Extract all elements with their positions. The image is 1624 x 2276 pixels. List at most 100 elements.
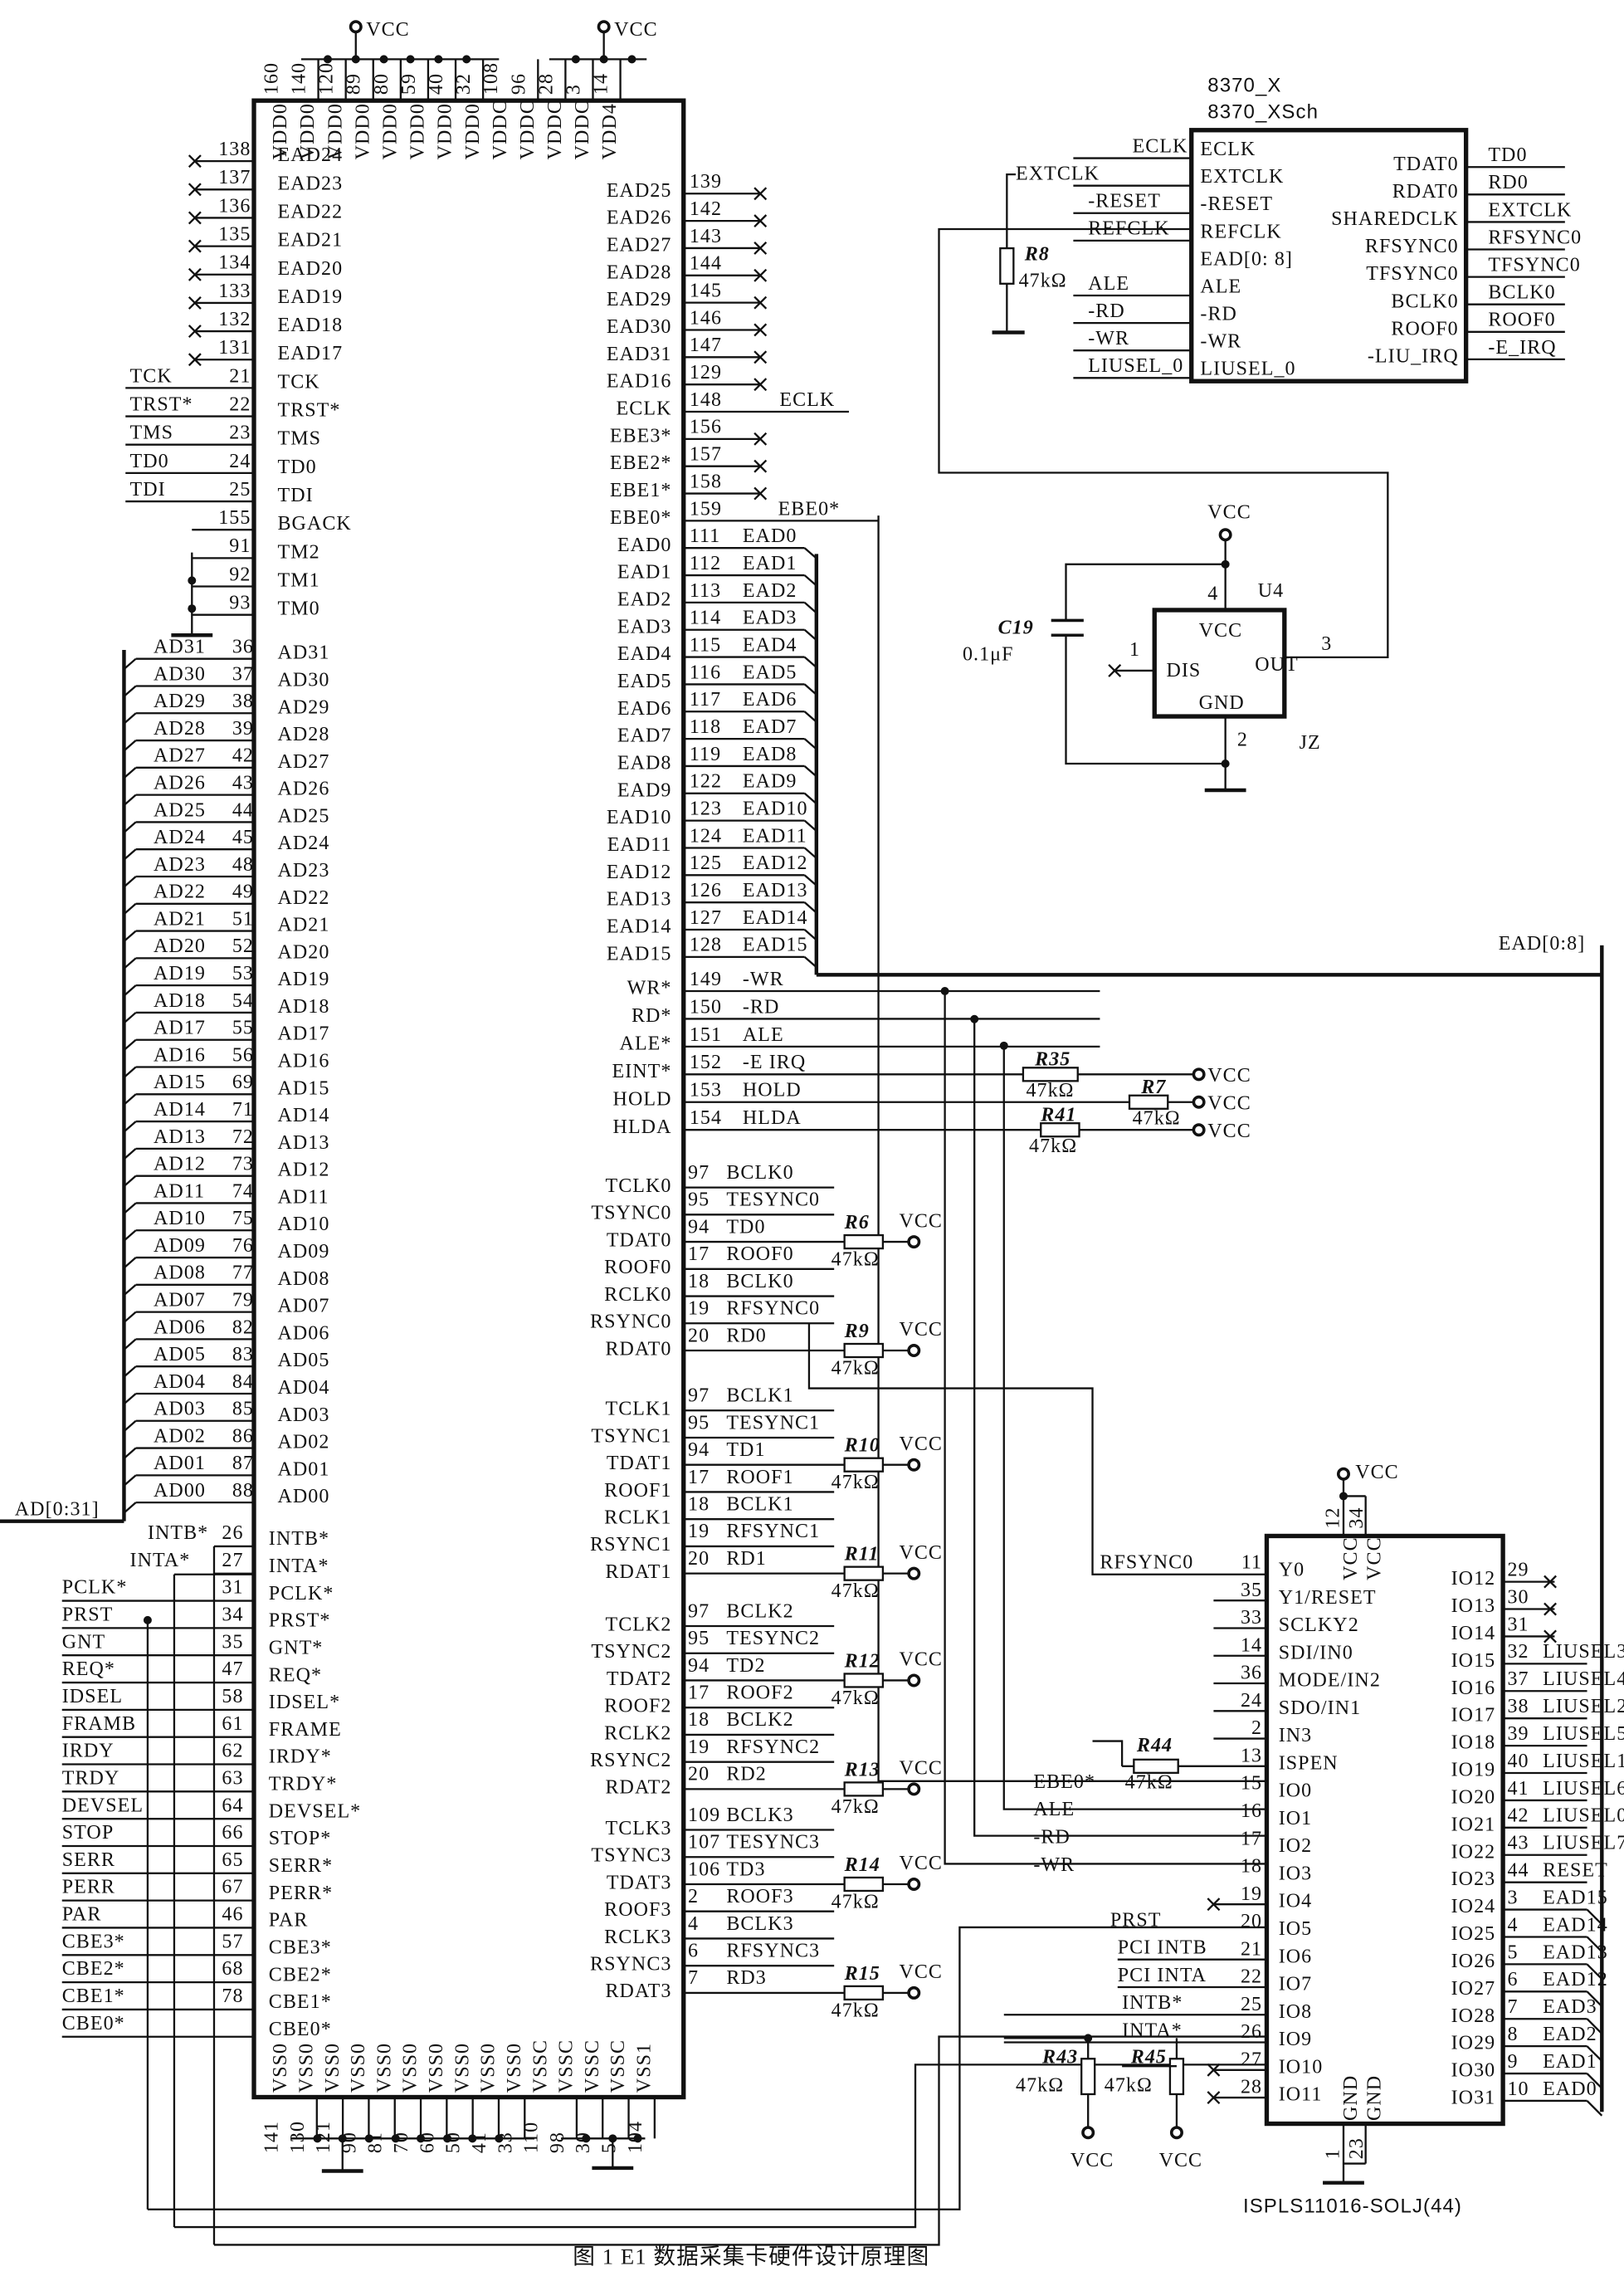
pin-number: 13: [1241, 1745, 1262, 1766]
pin-label: VDDC: [544, 100, 566, 159]
bus-entry: [123, 876, 137, 888]
chip-title: 8370_X: [1207, 75, 1281, 97]
net-label: RD0: [726, 1325, 767, 1346]
net-label: GNT: [62, 1631, 106, 1653]
net-label: BCLK3: [726, 1913, 793, 1935]
resistor-value: 47kΩ: [832, 1891, 880, 1912]
bus-entry: [1586, 1963, 1603, 1981]
no-connect-mark: [188, 239, 202, 253]
bus-entry: [803, 847, 817, 859]
pin-number: 32: [453, 73, 475, 95]
net-label: -E_IRQ: [1488, 337, 1556, 359]
net-label: AD24: [154, 827, 206, 848]
net-label: AD06: [154, 1316, 206, 1338]
bus-entry: [803, 574, 817, 587]
pin-number: 27: [1241, 2049, 1262, 2070]
pin-number: 7: [688, 1967, 699, 1989]
pin-number: 74: [232, 1180, 254, 1202]
bus-entry: [123, 1419, 137, 1433]
bus-entry: [803, 738, 817, 750]
pin-number: 23: [229, 422, 251, 444]
pin-number: 124: [690, 825, 722, 847]
bus-entry: [123, 1393, 137, 1405]
no-connect-mark: [188, 353, 202, 367]
vcc-label: VCC: [366, 19, 410, 41]
net-label: AD21: [154, 908, 206, 930]
c19-wire: [1065, 563, 1226, 621]
net-label: LIUSEL3: [1543, 1641, 1624, 1663]
pin-number: 41: [1507, 1778, 1529, 1800]
chip-ref: U4: [1258, 580, 1284, 602]
vcc-label: VCC: [1207, 1121, 1251, 1142]
pin-number: 142: [690, 198, 722, 220]
net-label: LIUSEL1: [1543, 1751, 1624, 1772]
pin-number: 8: [1507, 2024, 1518, 2045]
vcc-terminal-icon: [1169, 2126, 1183, 2140]
net-label: TESYNC3: [726, 1832, 820, 1854]
pin-label: EAD8: [617, 753, 672, 774]
net-label: BCLK1: [726, 1385, 793, 1407]
pin-label: EAD19: [277, 286, 343, 308]
resistor-value: 47kΩ: [1026, 1080, 1074, 1101]
pin-number: 6: [1507, 1969, 1518, 1990]
net-label: EAD12: [1543, 1969, 1608, 1990]
net-label: CBE0*: [62, 2013, 125, 2034]
net-label: AD09: [154, 1235, 206, 1257]
pin-number: 63: [222, 1767, 243, 1789]
vcc-terminal-icon: [907, 1985, 921, 2000]
bus-entry: [803, 765, 817, 778]
net-label: EAD12: [743, 852, 808, 874]
pin-label: VSS0: [295, 2043, 317, 2093]
resistor-icon: [843, 1673, 885, 1688]
pin-label: AD16: [277, 1051, 329, 1072]
net-label: EAD15: [743, 935, 808, 956]
junction-dot: [633, 2134, 642, 2143]
bus-entry: [123, 957, 137, 969]
pin-label: AD22: [277, 887, 329, 909]
pin-label: IO3: [1279, 1863, 1313, 1884]
no-connect-mark: [753, 242, 768, 255]
pin-number: 72: [232, 1126, 254, 1148]
junction-dot: [188, 576, 197, 585]
refclk-net: [938, 227, 1389, 659]
vcc-terminal-icon: [907, 1566, 921, 1580]
net-label: AD28: [154, 718, 206, 740]
pin-label: EAD2: [617, 589, 672, 610]
pin-label: VDD0: [380, 103, 402, 159]
net-label: EBE0*: [778, 498, 841, 520]
net-label: STOP: [62, 1822, 115, 1844]
pin-number: 19: [1241, 1883, 1262, 1905]
pin-label: EAD7: [617, 725, 672, 747]
pin-number: 17: [688, 1243, 710, 1265]
pin-label: EAD26: [607, 208, 672, 229]
pin-number: 128: [690, 935, 722, 956]
pin-label: VDD0: [324, 103, 346, 159]
pin-label: VDDC: [517, 100, 539, 159]
pin-label: VDD0: [462, 103, 484, 159]
pin-label: ISPEN: [1279, 1752, 1339, 1774]
pin-label: VSS0: [504, 2043, 525, 2093]
pin-label: BCLK0: [1391, 291, 1458, 312]
resistor-ref: R35: [1034, 1049, 1070, 1071]
net-label: AD20: [154, 935, 206, 957]
pin-label: IO12: [1451, 1568, 1496, 1590]
rfsync0-net: [807, 1323, 1267, 1575]
pin-number: 10: [1507, 2078, 1529, 2100]
bus-entry: [123, 1365, 137, 1378]
capacitor-ref: C19: [998, 617, 1034, 638]
pin-number: 95: [688, 1412, 710, 1433]
pin-label: TDAT0: [1393, 154, 1459, 175]
pin-number: 16: [1241, 1800, 1262, 1822]
pin-label: HOLD: [613, 1088, 672, 1110]
pin-label: STOP*: [269, 1828, 332, 1849]
net-label: INTA*: [1122, 2020, 1183, 2041]
pin-label: EAD0: [617, 535, 672, 556]
net-label: EXTCLK: [1488, 199, 1572, 221]
pin-label: EINT*: [612, 1061, 672, 1082]
resistor-icon: [843, 1565, 885, 1581]
pin-label: VSSC: [582, 2039, 603, 2093]
net-label: RD3: [726, 1967, 767, 1989]
pin-number: 51: [232, 908, 254, 930]
pin-label: MODE/IN2: [1279, 1670, 1381, 1692]
bus-entry: [123, 984, 137, 997]
